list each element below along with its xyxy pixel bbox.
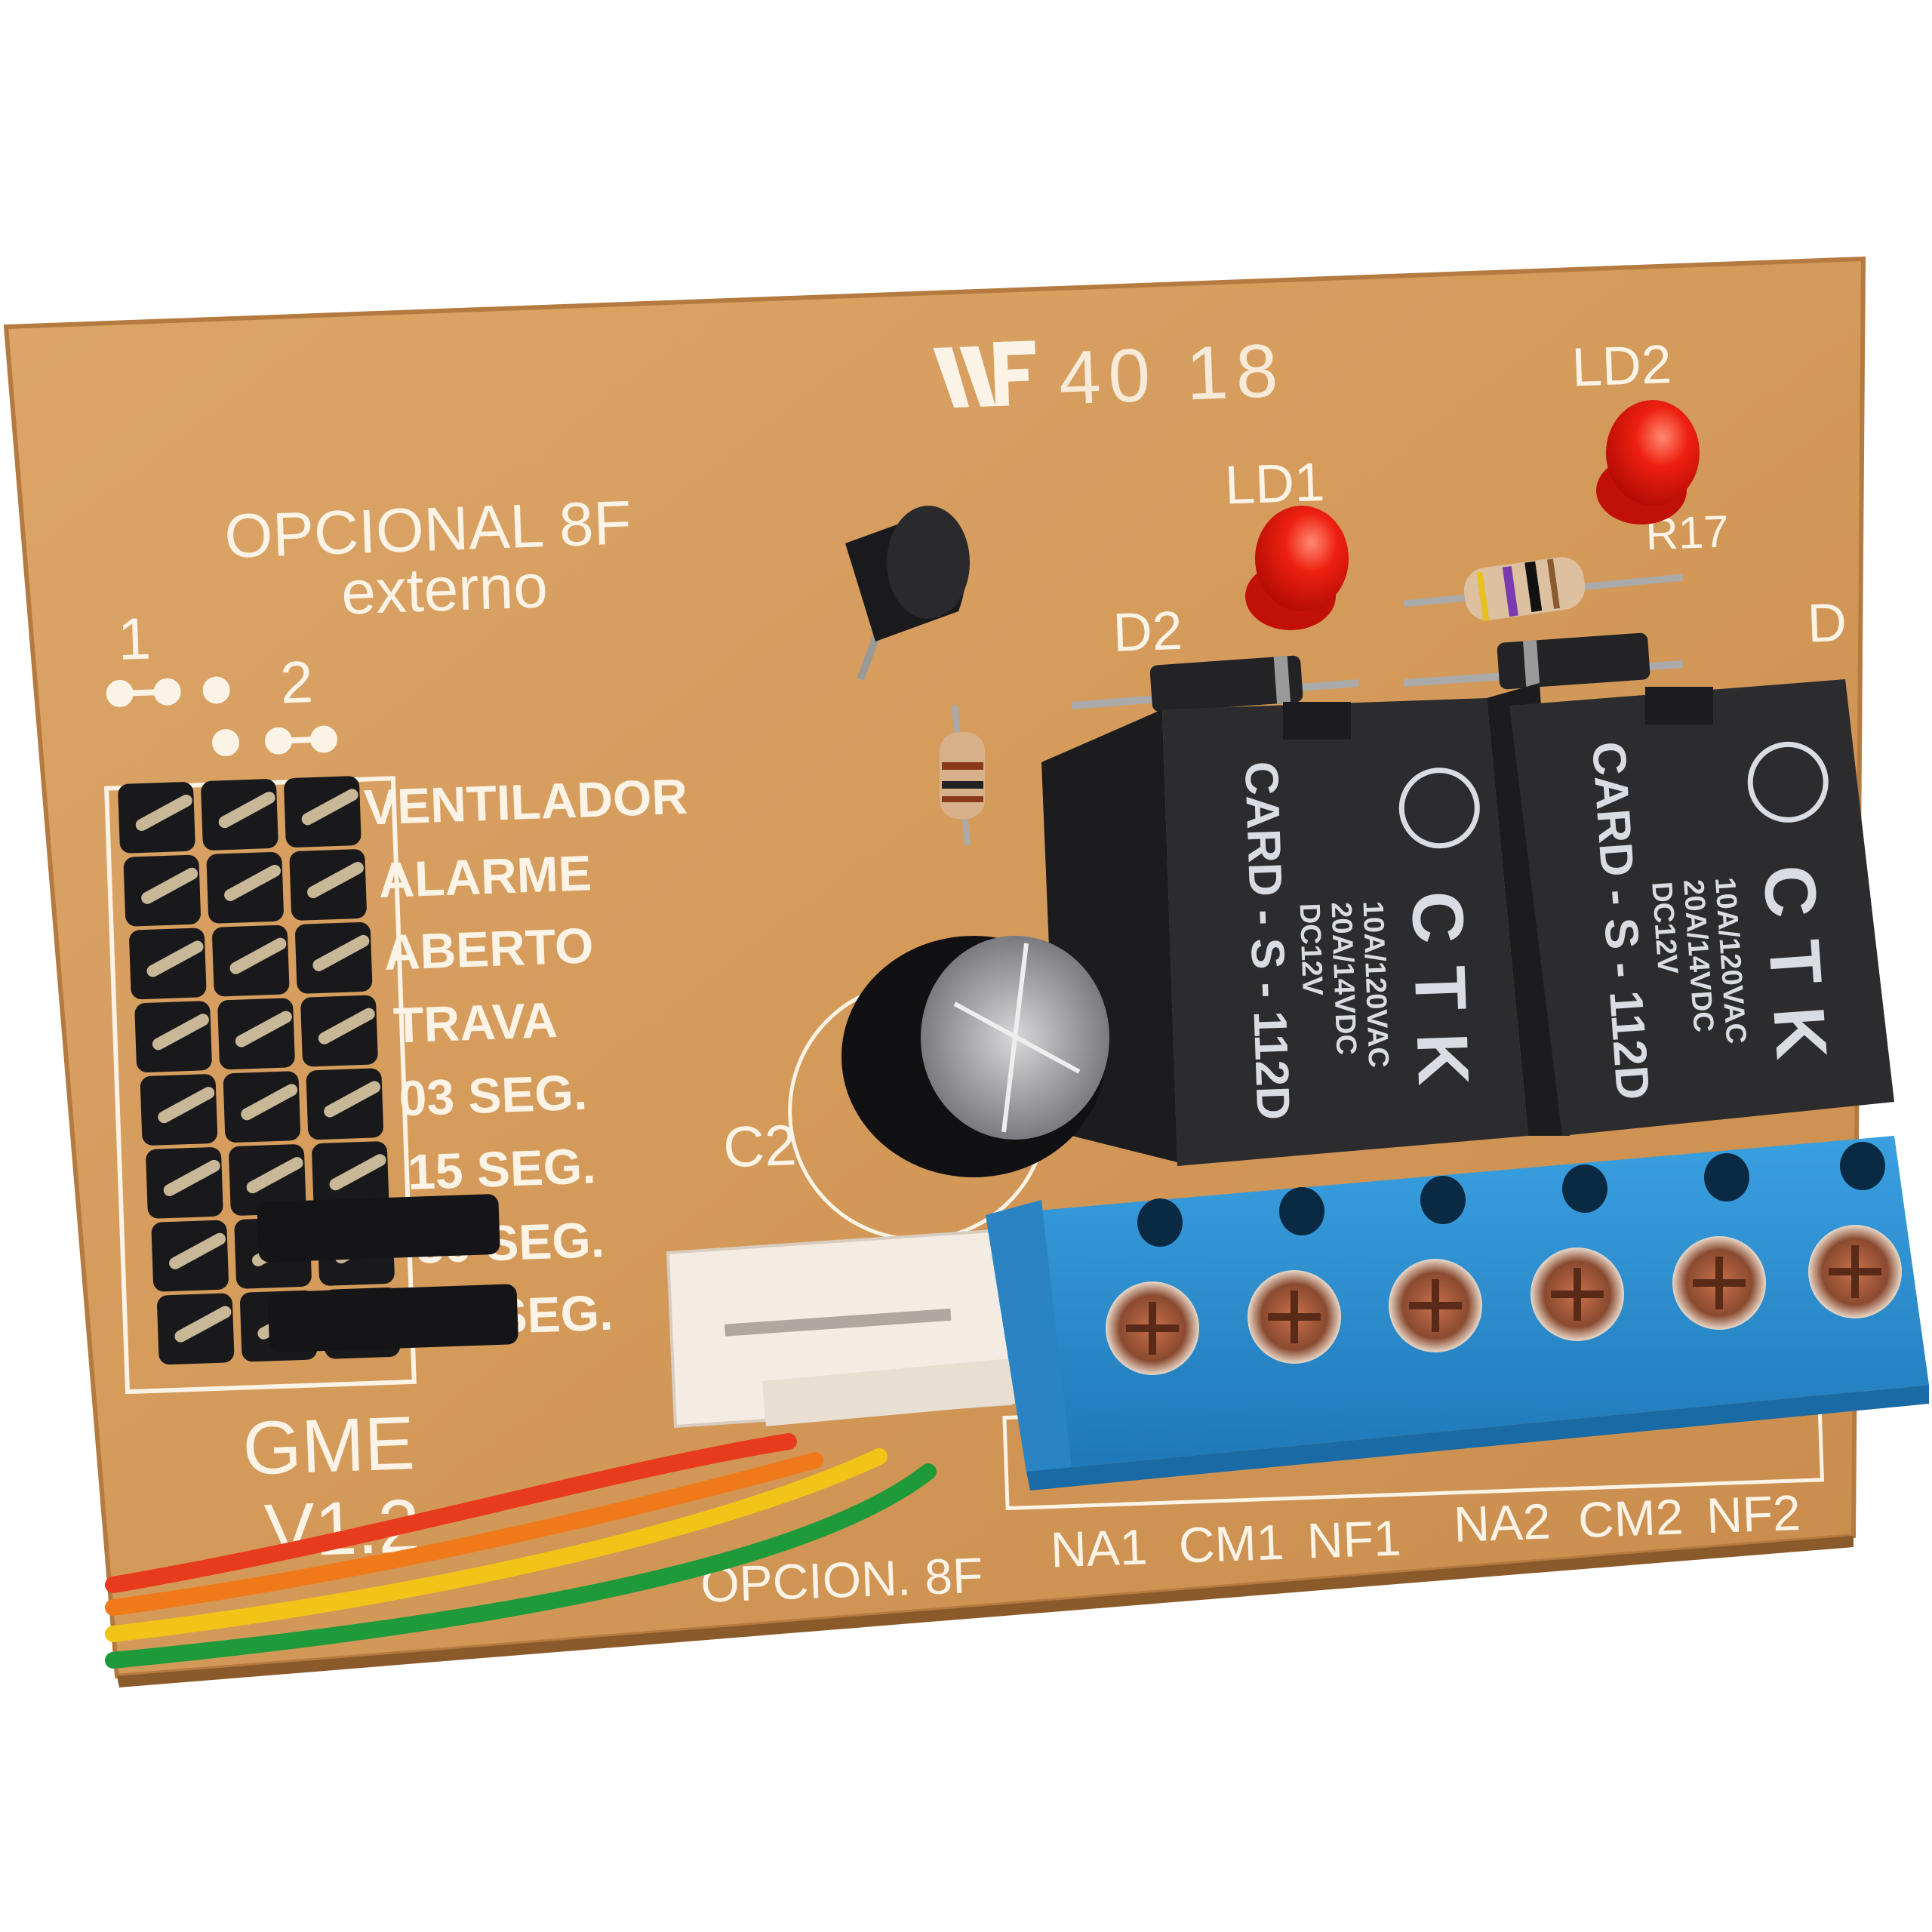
pcb-board-edge [117, 1536, 1854, 1687]
board-title: OPCIONAL 8F [223, 488, 632, 571]
header-pin[interactable] [174, 1306, 232, 1343]
header-pin[interactable] [241, 1084, 298, 1121]
label-trava: TRAVA [392, 992, 558, 1054]
label-aberto: ABERTO [383, 917, 595, 980]
header-labels: VENTILADOR ALARME ABERTO TRAVA 03 SEG. 1… [363, 768, 688, 1347]
header-pin[interactable] [329, 1154, 386, 1191]
header-pin[interactable] [135, 794, 192, 832]
diode-d2 [1071, 655, 1359, 712]
c2-label: C2 [722, 1113, 798, 1180]
screw-slot-icon [1268, 1291, 1321, 1343]
header-pin[interactable] [324, 1081, 381, 1118]
label-ventilador: VENTILADOR [363, 768, 688, 835]
relay-2-brand: CTK [1748, 863, 1844, 1084]
label-03-seg: 03 SEG. [398, 1064, 588, 1127]
ctk-logo-icon [1398, 768, 1480, 849]
board-model: GME [242, 1401, 417, 1491]
screw-slot-icon [1551, 1268, 1604, 1321]
relay-1-brand: CTK [1396, 890, 1484, 1109]
label-alarme: ALARME [377, 844, 592, 908]
terminal-block[interactable] [986, 1136, 1929, 1491]
screw-slot-icon [1409, 1279, 1462, 1332]
wire-entry-hole[interactable] [1704, 1153, 1749, 1201]
header-pin[interactable] [301, 789, 358, 826]
terminal-label-cm1: CM1 [1178, 1514, 1285, 1574]
header-pin[interactable] [158, 1087, 215, 1124]
wire-orange [105, 1452, 823, 1616]
wire-entry-hole[interactable] [1279, 1187, 1324, 1235]
header-pin[interactable] [141, 867, 198, 904]
terminal-label-nf2: NF2 [1706, 1484, 1801, 1543]
diode-d3 [1403, 632, 1684, 690]
relay-1: CARD - S - 112D 10A/120VAC 20A/14VDC DC1… [1041, 698, 1528, 1166]
header-pin[interactable] [246, 1157, 303, 1194]
jumper-cap[interactable] [257, 1194, 500, 1263]
header-pin[interactable] [312, 934, 370, 971]
relay-2-coil: DC12V [1645, 881, 1683, 976]
jumper-cap[interactable] [268, 1284, 519, 1353]
terminal-label-na1: NA1 [1050, 1518, 1149, 1577]
jumper-label-1: 1 [117, 605, 152, 672]
capacitor-c2 [841, 936, 1109, 1177]
manufacturer-logo [933, 340, 1035, 408]
terminal-label-nf1: NF1 [1306, 1509, 1402, 1568]
relay-2: CARD - S - 112D 10A/120VAC 20A/14VDC DC1… [1487, 679, 1894, 1136]
header-pin[interactable] [318, 1008, 375, 1044]
ld2-label: LD2 [1571, 334, 1672, 398]
wire-entry-hole[interactable] [1137, 1198, 1183, 1247]
wire-entry-hole[interactable] [1420, 1176, 1466, 1224]
screw-slot-icon [1693, 1257, 1746, 1309]
header-pin[interactable] [224, 864, 281, 901]
transistor [845, 506, 970, 681]
date-code: 40 18 [1057, 328, 1287, 420]
ctk-logo-icon [1747, 741, 1829, 823]
wire-red [105, 1433, 797, 1593]
screw-slot-icon [1126, 1302, 1179, 1355]
header-pin[interactable] [169, 1232, 226, 1269]
screw-slot-icon [1829, 1245, 1881, 1298]
header-pin[interactable] [146, 940, 204, 977]
d2-label: D2 [1112, 601, 1183, 663]
resistor-r17 [1403, 557, 1684, 622]
header-pin[interactable] [307, 862, 364, 899]
wire-entry-hole[interactable] [1840, 1142, 1885, 1190]
led-ld2 [1596, 400, 1700, 525]
header-pin[interactable] [163, 1159, 220, 1197]
jumper-label-2: 2 [279, 648, 314, 715]
jumper-position-icon [106, 676, 337, 757]
label-15-seg: 15 SEG. [407, 1137, 597, 1200]
board-subtitle: externo [340, 552, 549, 627]
wire-entry-hole[interactable] [1562, 1164, 1607, 1213]
ld1-label: LD1 [1224, 452, 1326, 516]
relay-1-coil: DC12V [1294, 903, 1328, 997]
terminal-label-na2: NA2 [1453, 1493, 1552, 1552]
wire-yellow [105, 1448, 888, 1642]
relay-1-model: CARD - S - 112D [1235, 761, 1300, 1121]
header-pin[interactable] [235, 1011, 292, 1048]
relay-1-rating1: 10A/120VAC [1357, 900, 1395, 1068]
led-ld1 [1245, 506, 1349, 630]
header-pin[interactable] [152, 1014, 209, 1051]
wire-connector[interactable] [666, 1228, 1015, 1429]
wire-green [105, 1463, 937, 1669]
relay-1-rating2: 20A/14VDC [1325, 902, 1362, 1056]
resistor [940, 705, 985, 846]
wire-harness [105, 1433, 937, 1669]
header-pin[interactable] [229, 937, 287, 974]
header-pin[interactable] [218, 792, 275, 829]
terminal-label-cm2: CM2 [1577, 1488, 1684, 1548]
pin-header [118, 776, 401, 1365]
d-right-label: D [1806, 592, 1847, 654]
